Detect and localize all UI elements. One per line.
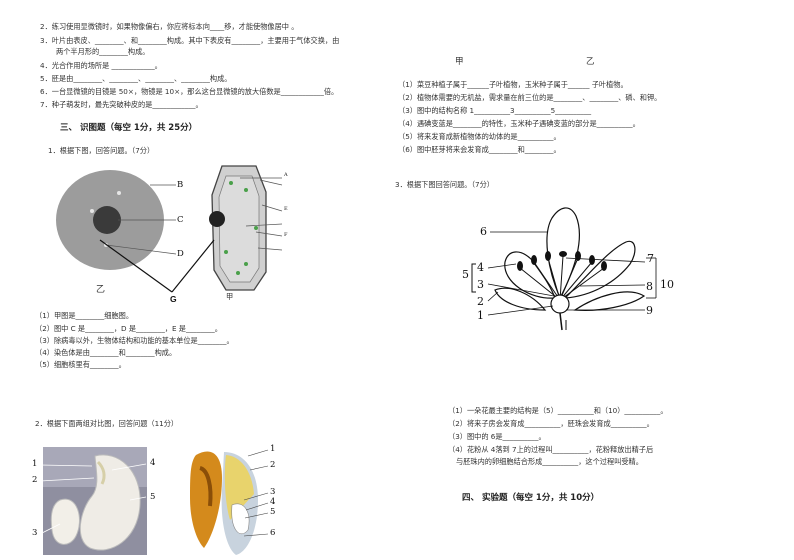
right-question-6: （6）图中胚芽将来会发育成________和________。 xyxy=(398,145,561,154)
flower-label-7: 7 xyxy=(647,252,654,265)
bean-label-5: 5 xyxy=(150,492,156,502)
q1-title: 1．根据下图，回答问题。（7分） xyxy=(48,146,155,155)
q1-answer-5: （5）细胞核里有________。 xyxy=(35,360,126,369)
bean-label-2: 2 xyxy=(32,475,38,485)
right-question-5: （5）将来发育成新植物体的幼体的是__________。 xyxy=(398,132,561,141)
bean-embryo-small xyxy=(50,498,80,545)
corn-label-4: 4 xyxy=(270,497,276,507)
corn-label-5: 5 xyxy=(270,507,276,517)
section-3-heading: 三、 识图题（每空 1分，共 25分） xyxy=(60,123,198,133)
corn-label-1: 1 xyxy=(270,444,276,454)
section-4-heading: 四、 实验题（每空 1分，共 10分） xyxy=(462,493,600,503)
question-6: 6．一台显微镜的目镜是 50×，物镜是 10×，那么这台显微镜的放大倍数是___… xyxy=(40,87,339,96)
q1-answer-4: （4）染色体是由________和________构成。 xyxy=(35,348,177,357)
right-question-2: （2）植物体需要的无机盐，需求量在前三位的是________、________、… xyxy=(398,93,662,102)
corn-label-6: 6 xyxy=(270,528,276,538)
stalk xyxy=(559,312,563,331)
caption-jia: 甲 xyxy=(226,292,234,301)
sepal-left xyxy=(494,287,547,311)
flower-label-8: 8 xyxy=(646,280,653,293)
flower-question-3: （3）图中的 6是__________。 xyxy=(448,432,546,441)
right-label-yi: 乙 xyxy=(586,57,595,67)
q1-answer-2: （2）图中 C 是________，D 是________，E 是_______… xyxy=(35,324,222,333)
corn-label-2: 2 xyxy=(270,460,276,470)
right-question-3: （3）图中的结构名称 1__________3__________5______… xyxy=(398,106,592,115)
q3-title: 3．根据下图回答问题。（7分） xyxy=(395,180,494,189)
label-b: B xyxy=(177,180,184,190)
flower-label-6: 6 xyxy=(480,225,487,238)
corn-whole-seed xyxy=(190,451,222,548)
label-e: E xyxy=(284,206,288,212)
label-f: F xyxy=(284,232,288,238)
bean-label-3: 3 xyxy=(32,528,38,538)
bean-label-4: 4 xyxy=(150,458,156,468)
flower-label-5: 5 xyxy=(462,268,469,281)
q1-answer-1: （1）甲图是________细胞图。 xyxy=(35,311,134,320)
question-3-line1: 3．叶片由表皮、________、和________构成。其中下表皮有_____… xyxy=(40,36,340,45)
question-2: 2．练习使用显微镜时，如果物像偏右，你应将标本向____移，才能使物像居中 。 xyxy=(40,22,299,31)
flower-question-4: （4）花粉从 4落到 7上的过程叫__________，花粉释放出精子后 xyxy=(448,445,654,454)
right-label-jia: 甲 xyxy=(455,57,464,67)
question-4: 4．光合作用的场所是 ____________。 xyxy=(40,61,162,70)
right-question-4: （4）遇碘变蓝是________的特性，玉米种子遇碘变蓝的部分是________… xyxy=(398,119,640,128)
flower-label-1: 1 xyxy=(477,309,484,322)
flower-label-9: 9 xyxy=(646,304,653,317)
bean-label-1: 1 xyxy=(32,459,38,469)
label-c: C xyxy=(177,215,184,225)
question-7: 7．种子萌发时，最先突破种皮的是____________。 xyxy=(40,100,203,109)
label-a: A xyxy=(284,172,288,178)
label-g: G xyxy=(170,294,177,304)
flower-label-10: 10 xyxy=(660,278,674,291)
flower-question-1: （1）一朵花最主要的结构是（5）__________和（10）_________… xyxy=(448,406,668,415)
caption-yi: 乙 xyxy=(96,285,106,295)
corn-label-3: 3 xyxy=(270,487,276,497)
flower-question-4-cont: 与胚珠内的卵细胞结合形成__________，这个过程叫受精。 xyxy=(456,457,643,466)
question-3-line2: 两个半月形的________构成。 xyxy=(56,47,150,56)
q2-title: 2．根据下面两组对比图，回答问题（11分） xyxy=(35,419,179,428)
flower-label-3: 3 xyxy=(477,278,484,291)
q1-answer-3: （3）除病毒以外，生物体结构和功能的基本单位是________。 xyxy=(35,336,234,345)
right-question-1: （1）菜豆种植子属于______子叶植物，玉米种子属于______ 子叶植物。 xyxy=(398,80,628,89)
flower-label-4: 4 xyxy=(477,261,484,274)
flower-question-2: （2）将来子房会发育成__________，胚珠会发育成__________。 xyxy=(448,419,654,428)
bean-cotyledon xyxy=(79,454,141,551)
question-5: 5．胚是由________、________、________、________… xyxy=(40,74,232,83)
label-d: D xyxy=(177,249,184,259)
animal-cell-nucleus xyxy=(93,206,121,234)
plant-cell-nucleus xyxy=(209,211,225,227)
flower-label-2: 2 xyxy=(477,295,484,308)
